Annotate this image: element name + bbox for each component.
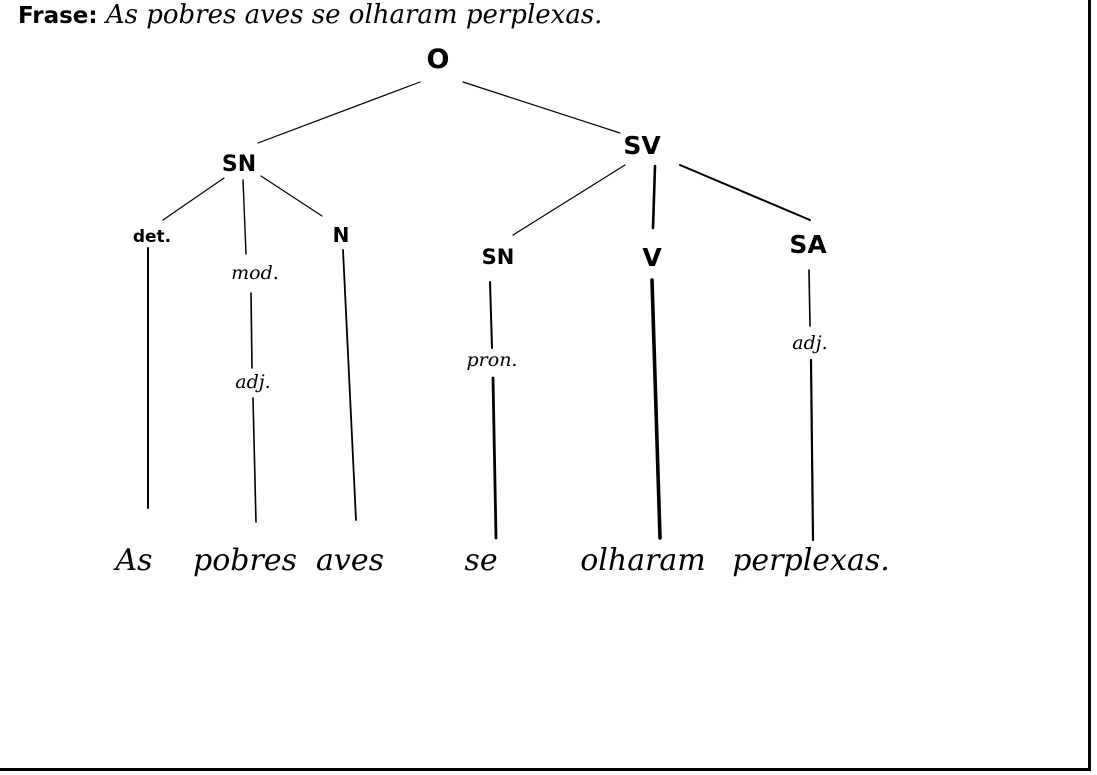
- word-perplexas: perplexas.: [732, 543, 890, 578]
- word-pobres: pobres: [193, 543, 297, 578]
- edge-sn-det: [163, 178, 224, 220]
- node-sa: SA: [789, 230, 827, 259]
- edge-sn-n: [261, 176, 322, 216]
- node-v: V: [642, 243, 662, 272]
- edge-o-sv: [463, 82, 620, 133]
- node-sv: SV: [623, 131, 661, 160]
- word-as: As: [112, 543, 152, 578]
- tree-edges: [148, 82, 813, 540]
- edge-mod-adj: [251, 293, 252, 368]
- node-pron: pron.: [467, 349, 518, 371]
- word-aves: aves: [316, 543, 384, 578]
- edge-n-aves: [343, 250, 356, 520]
- edge-sv-sa: [680, 165, 810, 220]
- node-mod: mod.: [231, 262, 279, 284]
- node-adj-left: adj.: [235, 371, 270, 393]
- word-olharam: olharam: [580, 543, 706, 578]
- node-n: N: [333, 223, 350, 247]
- edge-sv-sn: [513, 165, 625, 235]
- node-adj-right: adj.: [792, 332, 827, 354]
- edge-sv-v: [653, 166, 655, 228]
- edge-o-sn: [258, 82, 420, 143]
- edge-adj-perplexas: [811, 360, 813, 540]
- sheet-bottom-border: [0, 768, 1091, 771]
- edge-sa-adj: [809, 270, 810, 326]
- sheet-right-border: [1088, 0, 1091, 770]
- edge-pron-se: [493, 378, 496, 538]
- edge-sn-pron: [490, 282, 492, 348]
- node-sn-left: SN: [222, 152, 256, 177]
- terminal-words: As pobres aves se olharam perplexas.: [112, 543, 889, 578]
- edge-v-olharam: [652, 280, 660, 538]
- node-det: det.: [133, 227, 171, 247]
- edge-adj-pobres: [253, 398, 256, 522]
- node-sn-inner: SN: [482, 245, 515, 269]
- edge-sn-mod: [243, 180, 246, 254]
- word-se: se: [464, 543, 497, 578]
- node-o: O: [427, 44, 450, 75]
